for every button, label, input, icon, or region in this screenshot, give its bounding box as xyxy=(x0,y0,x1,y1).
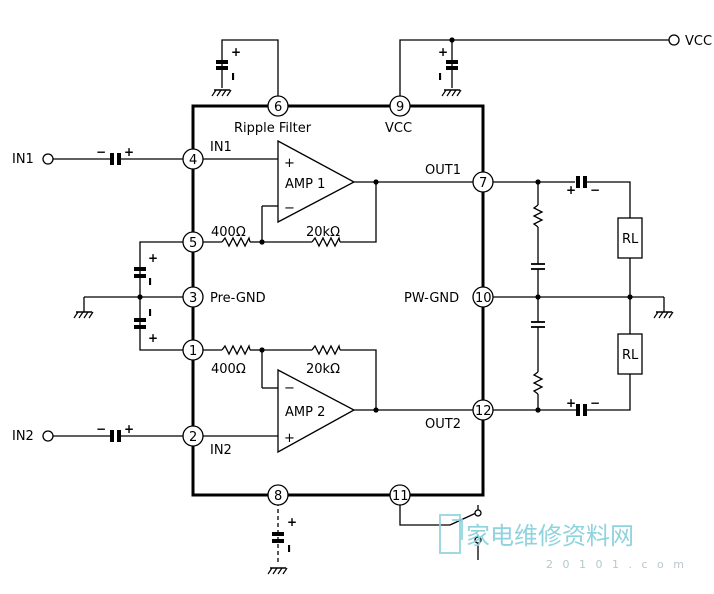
vcc-top-label: VCC xyxy=(685,34,712,49)
r20k-1-label: 20kΩ xyxy=(306,225,340,240)
rl-top-resistor xyxy=(617,217,643,259)
ripple-filter-label: Ripple Filter xyxy=(234,121,312,136)
svg-text:−: − xyxy=(96,422,106,436)
vcc-pin-label: VCC xyxy=(385,121,412,136)
svg-text:−: − xyxy=(96,145,106,159)
svg-text:ı: ı xyxy=(438,69,442,83)
out2-label: OUT2 xyxy=(425,417,461,432)
pre-gnd-label: Pre-GND xyxy=(210,291,266,306)
svg-text:+: + xyxy=(148,331,158,345)
svg-text:+: + xyxy=(566,183,576,197)
rl-bottom-label: RL xyxy=(622,348,639,363)
svg-text:ı: ı xyxy=(148,274,152,288)
amp2-triangle xyxy=(277,368,356,454)
amp1-triangle xyxy=(277,139,356,224)
svg-text:ı: ı xyxy=(148,305,152,319)
svg-text:+: + xyxy=(284,431,295,446)
pin-11-label: 11 xyxy=(392,489,409,504)
amp2-label: AMP 2 xyxy=(285,405,325,420)
amp1-label: AMP 1 xyxy=(285,177,325,192)
rl-top-label: RL xyxy=(622,232,639,247)
svg-text:+: + xyxy=(287,515,297,529)
watermark-url: 2 0 1 0 1 . c o m xyxy=(546,558,687,571)
pin-markers xyxy=(182,95,494,506)
svg-text:+: + xyxy=(124,422,134,436)
svg-text:ı: ı xyxy=(231,69,235,83)
out1-label: OUT1 xyxy=(425,163,461,178)
pin-5-label: 5 xyxy=(189,236,197,251)
watermark-logo xyxy=(439,514,463,554)
svg-text:ı: ı xyxy=(287,541,291,555)
r400-2-label: 400Ω xyxy=(211,362,246,377)
pin-9-label: 9 xyxy=(396,100,404,115)
pin-12-label: 12 xyxy=(475,404,492,419)
pin-3-label: 3 xyxy=(189,291,197,306)
pin-6-label: 6 xyxy=(274,100,282,115)
svg-text:−: − xyxy=(590,183,600,197)
pin-7-label: 7 xyxy=(479,176,487,191)
in2-inner-label: IN2 xyxy=(210,443,232,458)
pin-4-label: 4 xyxy=(189,153,197,168)
svg-text:+: + xyxy=(566,396,576,410)
svg-text:+: + xyxy=(148,251,158,265)
rl-bottom-resistor xyxy=(617,333,643,375)
in1-label: IN1 xyxy=(12,152,34,167)
pin-8-label: 8 xyxy=(274,489,282,504)
r20k-2-label: 20kΩ xyxy=(306,362,340,377)
in2-label: IN2 xyxy=(12,429,34,444)
r400-1-label: 400Ω xyxy=(211,225,246,240)
svg-text:−: − xyxy=(284,381,295,396)
pin-2-label: 2 xyxy=(189,430,197,445)
svg-text:+: + xyxy=(438,45,448,59)
svg-text:−: − xyxy=(590,396,600,410)
pin-1-label: 1 xyxy=(189,344,197,359)
pw-gnd-label: PW-GND xyxy=(404,291,459,306)
svg-text:−: − xyxy=(284,201,295,216)
svg-text:+: + xyxy=(284,156,295,171)
svg-text:+: + xyxy=(124,145,134,159)
svg-text:+: + xyxy=(231,45,241,59)
watermark-text: 家电维修资料网 xyxy=(466,522,634,550)
pin-10-label: 10 xyxy=(475,291,492,306)
in1-inner-label: IN1 xyxy=(210,140,232,155)
